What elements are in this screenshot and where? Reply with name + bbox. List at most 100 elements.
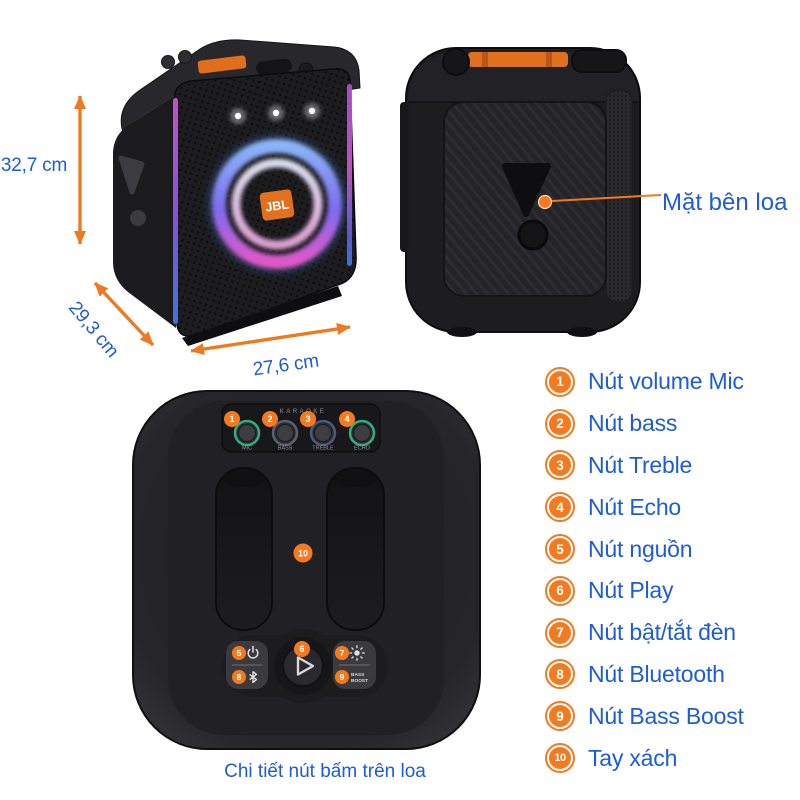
legend-item-4: 4 Nút Echo xyxy=(545,486,744,528)
exclamation-triangle-icon xyxy=(118,155,145,195)
legend-item-2: 2 Nút bass xyxy=(545,403,744,445)
legend-label: Nút bật/tắt đèn xyxy=(588,619,736,646)
knob-treble: TREBLE 3 xyxy=(300,411,337,452)
recess-shadow xyxy=(222,471,266,487)
knob-echo: ECHO 4 xyxy=(339,411,376,452)
svg-text:MIC: MIC xyxy=(242,446,252,452)
handle-recess-left xyxy=(215,467,273,631)
legend-item-7: 7 Nút bật/tắt đèn xyxy=(545,612,744,654)
svg-text:JBL: JBL xyxy=(264,197,290,214)
badge-4 xyxy=(339,411,355,427)
badge-9 xyxy=(335,670,349,684)
legend-badge-2: 2 xyxy=(545,408,575,439)
led-strip-left xyxy=(173,98,178,324)
bass-boost-label: BASS xyxy=(351,672,365,678)
legend-item-5: 5 Nút nguồn xyxy=(545,528,744,570)
svg-text:6: 6 xyxy=(299,644,304,654)
side-front-grille-edge xyxy=(605,89,633,303)
exclamation-dot-icon xyxy=(130,210,146,226)
legend-item-10: 10 Tay xách xyxy=(545,737,744,779)
top-knob-icon xyxy=(178,50,192,64)
legend-badge-10: 10 xyxy=(545,743,575,774)
side-top-knob xyxy=(442,48,470,76)
legend-badge-9: 9 xyxy=(545,701,575,732)
legend-item-6: 6 Nút Play xyxy=(545,570,744,612)
play-icon xyxy=(296,656,315,676)
badge-8 xyxy=(232,670,246,684)
knob-bass: BASS 2 xyxy=(262,411,299,452)
legend-item-9: 9 Nút Bass Boost xyxy=(545,695,744,737)
badge-10-handle: 10 xyxy=(293,543,313,563)
recess-shadow xyxy=(333,471,377,487)
top-button-pill xyxy=(256,58,292,76)
speaker-front-view: JBL xyxy=(113,39,361,346)
handle-recess-right xyxy=(326,467,385,631)
legend-item-8: 8 Nút Bluetooth xyxy=(545,654,744,696)
side-triangle-port xyxy=(502,163,551,217)
badge-3 xyxy=(300,411,316,427)
badge-6 xyxy=(294,641,310,657)
svg-text:3: 3 xyxy=(305,414,310,424)
svg-text:4: 4 xyxy=(344,414,349,424)
bluetooth-icon xyxy=(249,670,258,684)
svg-text:2: 2 xyxy=(267,414,272,424)
legend-list: 1 Nút volume Mic 2 Nút bass 3 Nút Treble… xyxy=(545,361,744,779)
side-foot xyxy=(567,327,597,337)
top-knob-icon xyxy=(161,55,175,69)
light-icon xyxy=(349,645,365,661)
svg-text:TREBLE: TREBLE xyxy=(312,446,334,452)
legend-badge-5: 5 xyxy=(545,534,575,565)
svg-text:ECHO: ECHO xyxy=(354,446,371,452)
badge-2 xyxy=(262,411,278,427)
side-round-port xyxy=(517,219,549,251)
handle-notch xyxy=(546,52,552,67)
svg-text:BASS: BASS xyxy=(278,446,293,452)
svg-text:7: 7 xyxy=(340,648,345,658)
front-side-face xyxy=(113,96,176,328)
svg-text:10: 10 xyxy=(298,549,308,559)
led-ring xyxy=(209,136,345,272)
legend-badge-4: 4 xyxy=(545,492,575,523)
legend-label: Nút volume Mic xyxy=(588,368,744,395)
panel-title: KARAOKE xyxy=(280,409,327,415)
legend-label: Nút nguồn xyxy=(588,535,693,562)
handle-notch xyxy=(482,52,488,67)
speaker-top-view: KARAOKE MIC 1 BASS 2 TREBLE 3 ECHO xyxy=(132,390,481,750)
svg-text:8: 8 xyxy=(237,672,242,682)
legend-label: Nút Bluetooth xyxy=(588,660,725,687)
legend-label: Nút bass xyxy=(588,410,678,437)
top-handle-orange xyxy=(197,55,247,74)
legend-label: Nút Echo xyxy=(588,493,682,520)
legend-label: Tay xách xyxy=(588,744,678,771)
led-strip-right xyxy=(347,84,352,266)
side-callout-label: Mặt bên loa xyxy=(662,189,788,216)
badge-7 xyxy=(335,646,349,660)
badge-5 xyxy=(232,646,246,660)
legend-label: Nút Bass Boost xyxy=(588,702,744,729)
legend-badge-8: 8 xyxy=(545,659,575,690)
svg-text:1: 1 xyxy=(229,414,234,424)
top-view-caption: Chi tiết nút bấm trên loa xyxy=(224,761,426,782)
side-foot xyxy=(447,327,477,337)
legend-badge-6: 6 xyxy=(545,575,575,606)
svg-text:5: 5 xyxy=(237,648,242,658)
legend-item-3: 3 Nút Treble xyxy=(545,445,744,487)
dimension-width-label: 27,6 cm xyxy=(251,350,321,381)
legend-badge-1: 1 xyxy=(545,366,575,397)
jbl-logo: JBL xyxy=(259,189,295,221)
edge-highlight xyxy=(129,95,175,125)
badge-1 xyxy=(224,411,240,427)
legend-badge-3: 3 xyxy=(545,450,575,481)
speaker-side-view xyxy=(400,47,641,337)
side-handle-orange xyxy=(468,52,568,67)
power-icon xyxy=(247,645,259,659)
front-lights xyxy=(230,103,320,124)
side-left-bumper xyxy=(400,102,409,252)
dimension-height-label: 32,7 cm xyxy=(0,155,68,176)
legend-label: Nút Treble xyxy=(588,451,693,478)
side-top-mic-pill xyxy=(571,49,627,73)
bass-boost-label: BOOST xyxy=(351,678,368,684)
knob-mic: MIC 1 xyxy=(224,411,261,452)
legend-badge-7: 7 xyxy=(545,617,575,648)
